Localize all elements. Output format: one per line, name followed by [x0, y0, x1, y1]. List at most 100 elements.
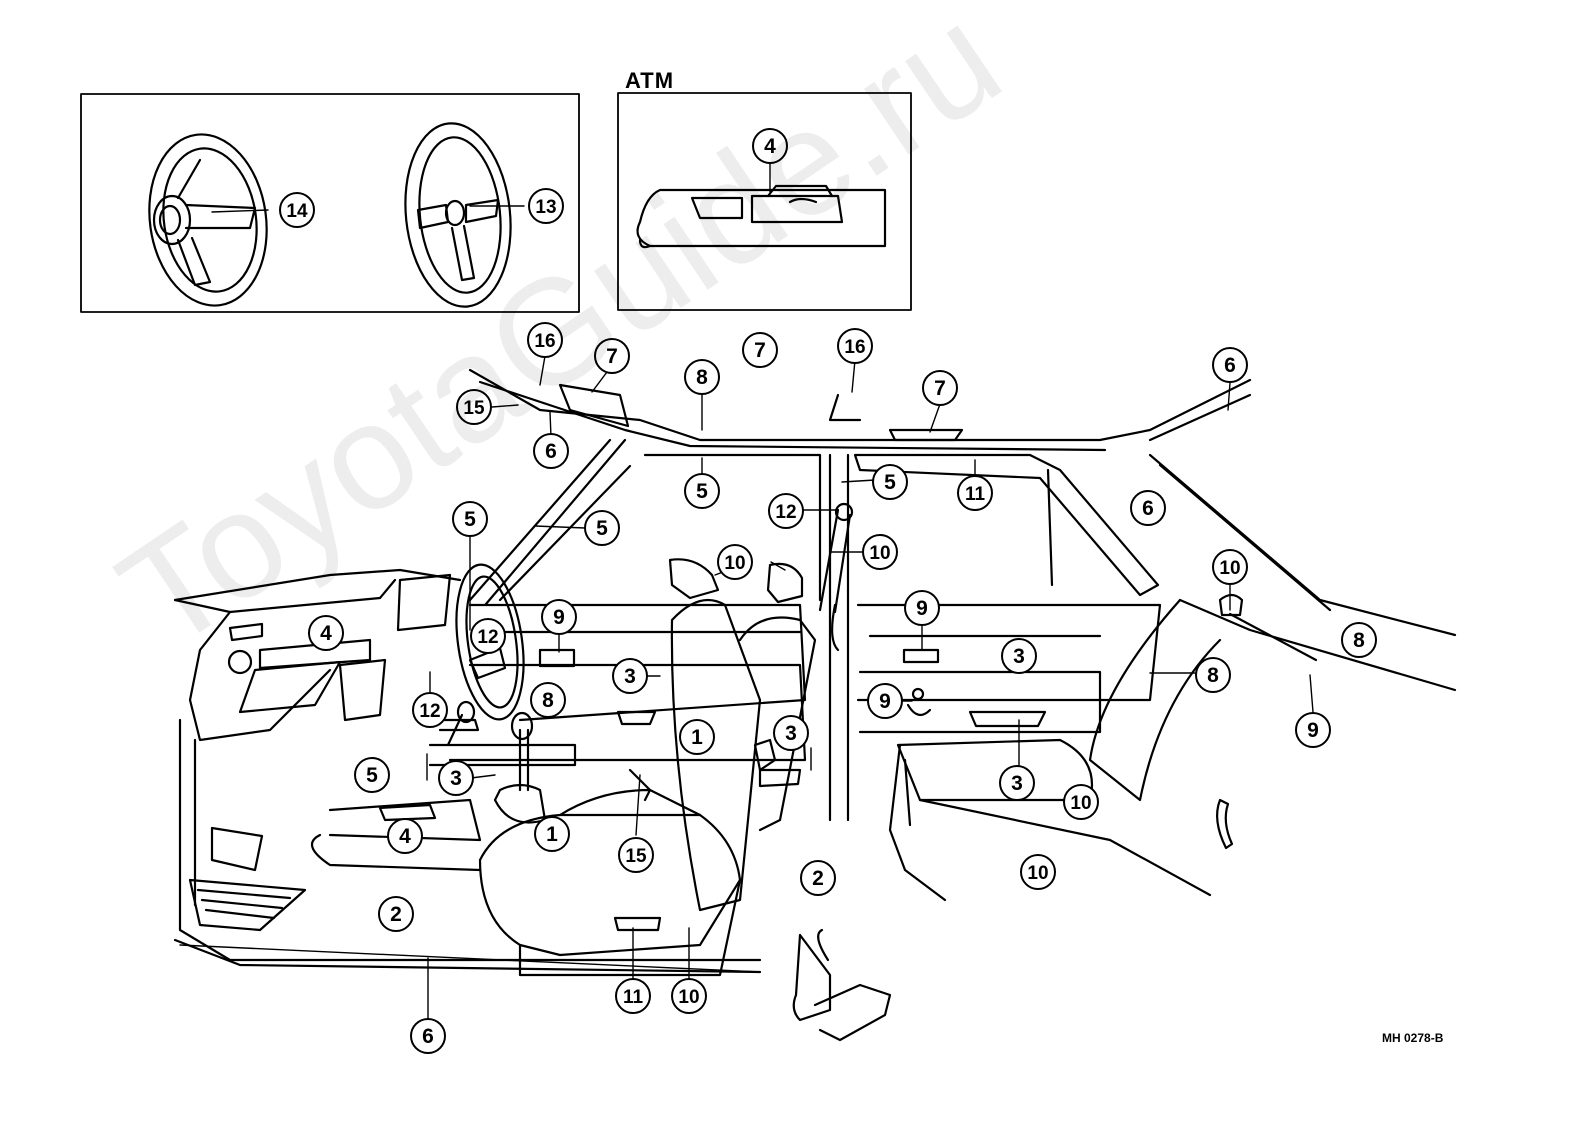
- callout-10: 10: [862, 534, 898, 570]
- callout-number: 10: [678, 987, 699, 1008]
- callout-number: 16: [844, 337, 865, 358]
- callout-number: 8: [542, 689, 554, 712]
- callout-circle: [904, 590, 940, 626]
- callout-circle: [671, 978, 707, 1014]
- callout-7: 7: [922, 370, 958, 406]
- callout-5: 5: [354, 757, 390, 793]
- callout-4: 4: [752, 128, 788, 164]
- callout-circle: [387, 818, 423, 854]
- callout-3: 3: [438, 760, 474, 796]
- callout-number: 11: [623, 987, 644, 1008]
- callout-circle: [530, 682, 566, 718]
- callout-16: 16: [837, 328, 873, 364]
- callout-number: 9: [553, 606, 565, 629]
- callout-6: 6: [533, 433, 569, 469]
- callout-number: 5: [696, 480, 708, 503]
- callout-number: 6: [1142, 497, 1154, 520]
- callout-2: 2: [378, 896, 414, 932]
- callout-10: 10: [717, 544, 753, 580]
- callout-number: 8: [1207, 664, 1219, 687]
- callout-circle: [533, 433, 569, 469]
- leader-lines: [211, 161, 1314, 1019]
- callout-number: 10: [1070, 793, 1091, 814]
- callout-6: 6: [1212, 347, 1248, 383]
- callout-circle: [922, 370, 958, 406]
- steering-wheel-13-illustration: [404, 122, 512, 308]
- callout-number: 10: [1027, 863, 1048, 884]
- callout-3: 3: [1001, 638, 1037, 674]
- callout-circle: [872, 464, 908, 500]
- callout-8: 8: [684, 359, 720, 395]
- callout-circle: [528, 188, 564, 224]
- callout-6: 6: [410, 1018, 446, 1054]
- callout-circle: [612, 658, 648, 694]
- callout-number: 1: [691, 726, 703, 749]
- callout-circle: [452, 501, 488, 537]
- callout-circle: [768, 493, 804, 529]
- callout-circle: [1020, 854, 1056, 890]
- callout-circle: [1295, 712, 1331, 748]
- callout-circle: [837, 328, 873, 364]
- callout-number: 10: [869, 543, 890, 564]
- callout-number: 12: [775, 502, 796, 523]
- callout-number: 3: [785, 722, 797, 745]
- callout-5: 5: [684, 473, 720, 509]
- callout-number: 9: [916, 597, 928, 620]
- callout-circle: [584, 510, 620, 546]
- callout-10: 10: [1020, 854, 1056, 890]
- callout-number: 5: [596, 517, 608, 540]
- callout-circle: [957, 475, 993, 511]
- callout-circle: [1212, 347, 1248, 383]
- callout-number: 8: [1353, 629, 1365, 652]
- callout-number: 10: [1219, 558, 1240, 579]
- callout-4: 4: [308, 615, 344, 651]
- callout-9: 9: [904, 590, 940, 626]
- callout-circle: [1212, 549, 1248, 585]
- callout-2: 2: [800, 860, 836, 896]
- callout-circle: [999, 765, 1035, 801]
- callout-10: 10: [671, 978, 707, 1014]
- callout-number: 6: [545, 440, 557, 463]
- callout-11: 11: [957, 475, 993, 511]
- callout-number: 4: [320, 622, 332, 645]
- callout-number: 2: [812, 867, 824, 890]
- callout-circle: [862, 534, 898, 570]
- steering-wheel-inset-box: [80, 93, 580, 313]
- callout-number: 15: [625, 846, 647, 867]
- callout-circle: [752, 128, 788, 164]
- callout-circle: [1341, 622, 1377, 658]
- callout-11: 11: [615, 978, 651, 1014]
- callout-7: 7: [742, 332, 778, 368]
- callout-circle: [717, 544, 753, 580]
- callout-circle: [1001, 638, 1037, 674]
- callout-number: 3: [624, 665, 636, 688]
- callout-number: 13: [535, 197, 556, 218]
- callout-number: 1: [546, 823, 558, 846]
- callout-14: 14: [279, 192, 315, 228]
- callout-number: 3: [1013, 645, 1025, 668]
- callout-circle: [742, 332, 778, 368]
- callout-number: 9: [879, 690, 891, 713]
- callout-circle: [867, 683, 903, 719]
- callout-number: 16: [534, 331, 555, 352]
- callout-3: 3: [612, 658, 648, 694]
- callout-number: 2: [390, 903, 402, 926]
- callout-15: 15: [618, 837, 654, 873]
- callout-10: 10: [1212, 549, 1248, 585]
- callout-12: 12: [412, 692, 448, 728]
- callout-9: 9: [541, 599, 577, 635]
- callout-circle: [354, 757, 390, 793]
- callout-circle: [412, 692, 448, 728]
- callout-9: 9: [867, 683, 903, 719]
- callout-circle: [618, 837, 654, 873]
- callout-circle: [800, 860, 836, 896]
- callout-number: 12: [477, 627, 498, 648]
- callout-circle: [684, 473, 720, 509]
- callout-1: 1: [679, 719, 715, 755]
- callout-3: 3: [773, 715, 809, 751]
- callout-3: 3: [999, 765, 1035, 801]
- atm-inset-box: [617, 92, 912, 311]
- callout-number: 3: [450, 767, 462, 790]
